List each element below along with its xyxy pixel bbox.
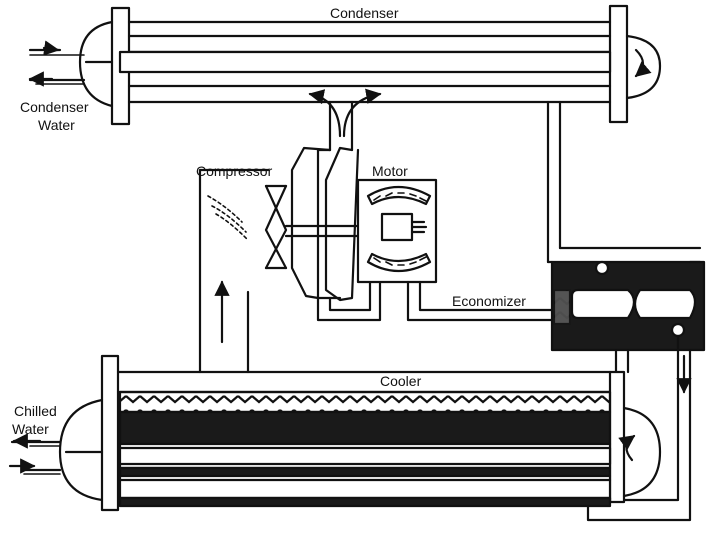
compressor-discharge-pipe	[308, 88, 382, 152]
economizer-gas-line	[406, 280, 554, 322]
chilled-water-label-line2: Water	[12, 421, 49, 437]
chilled-water-label-line1: Chilled	[14, 403, 57, 419]
liquid-line-to-cooler	[586, 260, 702, 522]
condenser-water-label-line2: Water	[38, 117, 75, 133]
suction-line	[198, 168, 270, 374]
motor-label: Motor	[372, 163, 408, 179]
cooler-label: Cooler	[380, 373, 422, 389]
liquid-line-condenser	[546, 100, 702, 264]
compressor-label: Compressor	[196, 163, 273, 179]
chilled-water-arrows	[8, 433, 62, 475]
cooler-shell	[58, 354, 662, 512]
motor	[356, 178, 438, 284]
condenser-water-label-line1: Condenser	[20, 99, 89, 115]
economizer-label: Economizer	[452, 293, 526, 309]
inlet-guide-vanes	[207, 195, 249, 241]
condenser-shell	[78, 4, 662, 126]
condenser-water-arrows	[28, 40, 86, 87]
condenser-label: Condenser	[330, 5, 399, 21]
economizer	[550, 260, 706, 352]
